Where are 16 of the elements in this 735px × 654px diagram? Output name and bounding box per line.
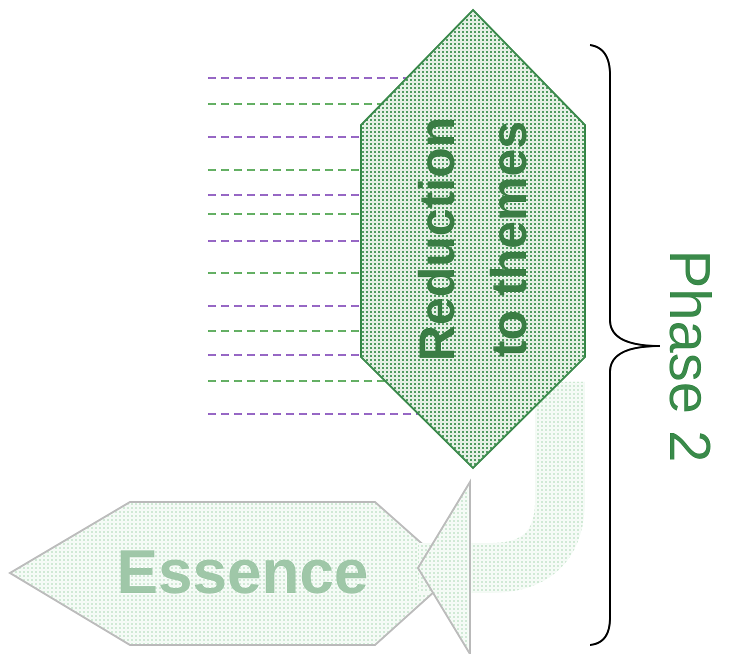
node-label: Reduction to themes — [408, 116, 538, 364]
phase-label: Phase 2 — [656, 250, 724, 462]
dashed-line — [208, 305, 361, 307]
dashed-line — [208, 354, 361, 356]
dashed-line — [208, 240, 361, 242]
dashed-line — [208, 213, 361, 215]
node-label: Essence — [116, 539, 368, 608]
dashed-line — [208, 272, 361, 274]
dashed-line — [208, 103, 382, 105]
dashed-line — [208, 380, 386, 382]
dashed-line — [208, 77, 407, 79]
dashed-line — [208, 330, 361, 332]
dashed-line — [208, 194, 361, 196]
dashed-line — [208, 413, 418, 415]
dashed-line — [208, 136, 361, 138]
dashed-line — [208, 169, 361, 171]
